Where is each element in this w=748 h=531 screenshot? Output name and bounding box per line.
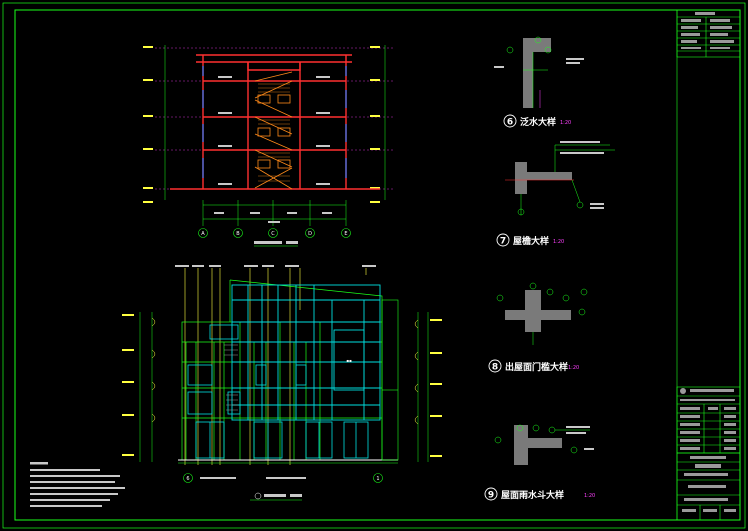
elevation-windows xyxy=(187,324,307,415)
curtain-wall-grid xyxy=(231,284,381,421)
level-markers xyxy=(143,46,380,203)
detail-6-scale: 1:20 xyxy=(560,120,571,126)
detail-8-drawing xyxy=(488,282,588,373)
axis-label-b: B xyxy=(236,231,240,237)
sheet-border-inner xyxy=(14,9,741,521)
detail-9-title: 屋面雨水斗大样 xyxy=(501,489,564,501)
detail-8-scale: 1:20 xyxy=(568,365,579,371)
level-lines xyxy=(155,47,395,190)
elev-axis-6: 6 xyxy=(186,476,189,482)
section-axis-bubbles: A B C D E xyxy=(198,228,351,238)
detail-8-title: 出屋面门槛大样 xyxy=(505,361,568,373)
axis-label-c: C xyxy=(271,231,275,237)
title-block-fill xyxy=(680,12,736,512)
elevation-notes xyxy=(30,462,125,507)
balcony-hatch xyxy=(224,344,238,411)
detail-9-scale: 1:20 xyxy=(584,493,595,499)
elevation-title xyxy=(250,492,302,501)
title-block xyxy=(676,9,741,521)
ground-floor-doors xyxy=(195,421,369,459)
stairs xyxy=(254,71,293,190)
detail-7-number: 7 xyxy=(500,237,506,247)
section-windows xyxy=(202,66,347,178)
section-drawing: A B C D E xyxy=(143,45,395,247)
axis-label-a: A xyxy=(201,231,205,237)
elev-axis-1: 1 xyxy=(376,476,379,482)
detail-6-title: 泛水大样 xyxy=(520,116,556,128)
detail-7-scale: 1:20 xyxy=(553,239,564,245)
detail-8-number: 8 xyxy=(492,363,498,373)
axis-label-d: D xyxy=(308,231,312,237)
curtain-wall-label: ▪▪ xyxy=(346,358,352,363)
elevation-level-markers xyxy=(122,314,442,457)
detail-9-drawing xyxy=(484,424,594,501)
detail-6-drawing xyxy=(494,36,584,128)
detail-9-number: 9 xyxy=(488,491,494,501)
stair-hatching xyxy=(258,83,290,182)
detail-6-number: 6 xyxy=(507,118,513,128)
axis-label-e: E xyxy=(344,231,347,237)
detail-7-drawing xyxy=(496,141,615,247)
section-walls xyxy=(170,54,380,190)
detail-7-title: 屋檐大样 xyxy=(513,235,549,247)
elevation-drawing: ▪▪ xyxy=(30,265,442,507)
section-title xyxy=(254,241,298,247)
